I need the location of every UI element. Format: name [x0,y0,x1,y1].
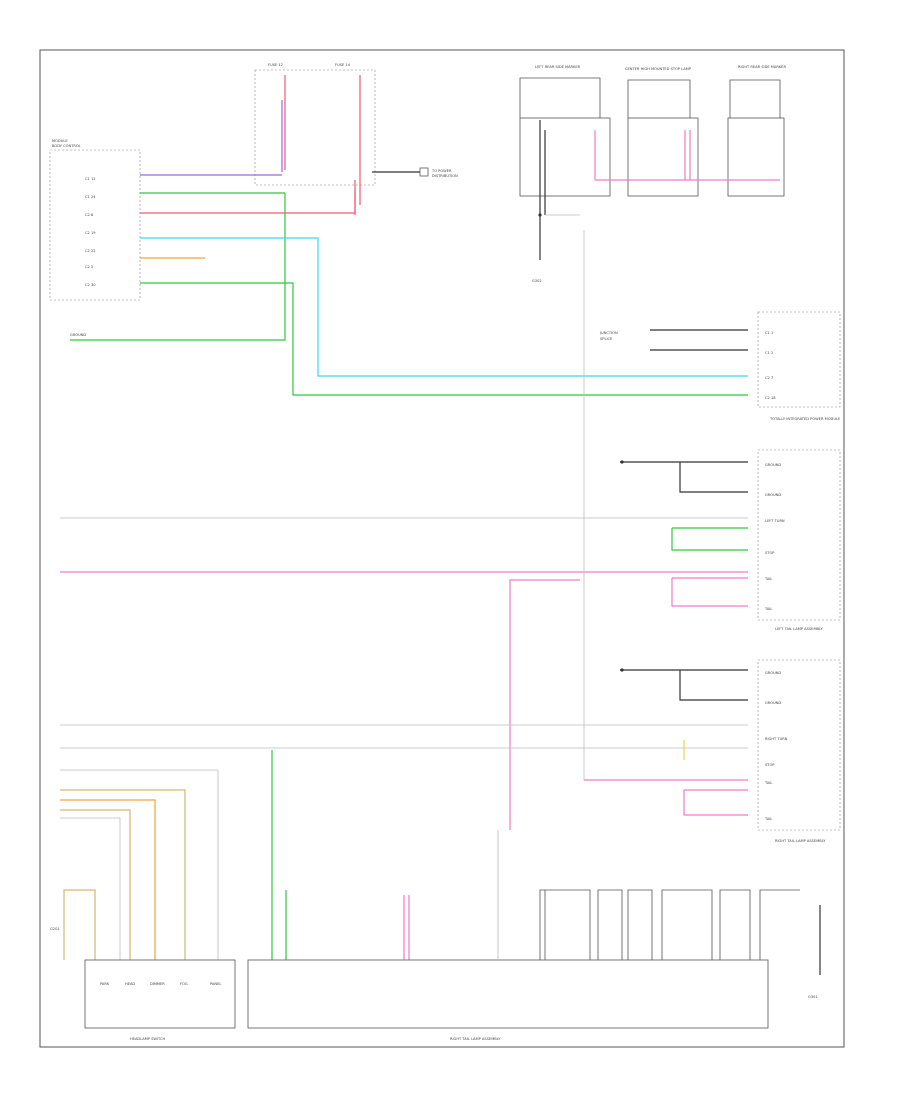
svg-text:G201: G201 [50,927,60,931]
svg-text:TAIL: TAIL [764,817,772,821]
module-connector-a: MODULE BODY CONTROL C1 12 C1 24 C2 8 C2 … [49,139,141,301]
svg-text:C1 12: C1 12 [85,177,96,181]
ground-b-label: G301 [808,995,818,999]
svg-text:SPLICE: SPLICE [600,337,613,341]
fuse-b-label: FUSE 14 [335,63,351,67]
headlamp-switch-label: HEADLAMP SWITCH [130,1037,166,1041]
ground-a-label: G302 [532,279,542,283]
svg-text:TO POWER: TO POWER [431,169,452,173]
lamp-center-label: CENTER HIGH MOUNTED STOP LAMP [625,67,692,71]
svg-text:TAIL: TAIL [764,781,772,785]
top-lamps: LEFT REAR SIDE MARKER CENTER HIGH MOUNTE… [519,65,786,283]
right-tail-lamp-label: RIGHT TAIL LAMP ASSEMBLY [775,839,826,843]
svg-text:HEAD: HEAD [125,982,135,986]
module-wires: GROUND [70,174,748,396]
lower-left-wires [60,750,410,960]
svg-text:DIMMER: DIMMER [150,982,165,986]
tipm-label: TOTALLY INTEGRATED POWER MODULE [769,417,841,421]
svg-text:C2 7: C2 7 [765,376,773,380]
svg-text:C1 2: C1 2 [765,351,773,355]
svg-text:PANEL: PANEL [210,982,221,986]
svg-text:TAIL: TAIL [764,607,772,611]
fuse-a-label: FUSE 12 [268,63,283,67]
svg-text:GROUND: GROUND [765,671,781,675]
svg-text:STOP: STOP [765,551,775,555]
right-tail-lamp: RIGHT TAIL LAMP ASSEMBLY GROUND GROUND R… [60,659,841,843]
svg-text:C2 18: C2 18 [765,396,776,400]
lamp-right-label: RIGHT REAR SIDE MARKER [738,65,786,69]
svg-text:C2 5: C2 5 [85,265,93,269]
svg-text:JUNCTION: JUNCTION [599,331,618,335]
svg-text:LEFT TURN: LEFT TURN [765,519,785,523]
svg-text:DISTRIBUTION: DISTRIBUTION [432,174,458,178]
fuse-block: FUSE 12 FUSE 14 TO POWER DISTRIBUTION [254,63,458,215]
svg-text:C2 30: C2 30 [85,283,96,287]
rear-lighting-connector: RIGHT TAIL LAMP ASSEMBLY G301 [247,830,821,1041]
svg-text:MODULE: MODULE [52,139,68,143]
tipm-module: TOTALLY INTEGRATED POWER MODULE C1 1 C1 … [599,311,841,421]
headlamp-switch: HEADLAMP SWITCH G201 PARK HEAD DIMMER FO… [50,927,236,1041]
rear-lighting-label: RIGHT TAIL LAMP ASSEMBLY [450,1037,501,1041]
svg-text:C1 24: C1 24 [85,195,96,199]
svg-text:GROUND: GROUND [765,493,781,497]
svg-text:GROUND: GROUND [765,463,781,467]
left-tail-lamp-label: LEFT TAIL LAMP ASSEMBLY [775,627,824,631]
svg-text:C2 22: C2 22 [85,249,96,253]
svg-text:C2 8: C2 8 [85,213,94,217]
left-tail-lamp: LEFT TAIL LAMP ASSEMBLY GROUND GROUND LE… [60,449,841,830]
svg-text:BODY CONTROL: BODY CONTROL [52,144,81,148]
diagram-frame [39,49,845,1048]
svg-text:GROUND: GROUND [70,333,86,337]
svg-text:PARK: PARK [100,982,110,986]
svg-text:STOP: STOP [765,763,775,767]
svg-text:C1 1: C1 1 [765,331,773,335]
svg-text:RIGHT TURN: RIGHT TURN [765,737,788,741]
lamp-left-label: LEFT REAR SIDE MARKER [535,65,581,69]
svg-text:C2 19: C2 19 [85,231,96,235]
svg-text:GROUND: GROUND [765,701,781,705]
svg-text:TAIL: TAIL [764,577,772,581]
svg-text:FOG: FOG [180,982,188,986]
